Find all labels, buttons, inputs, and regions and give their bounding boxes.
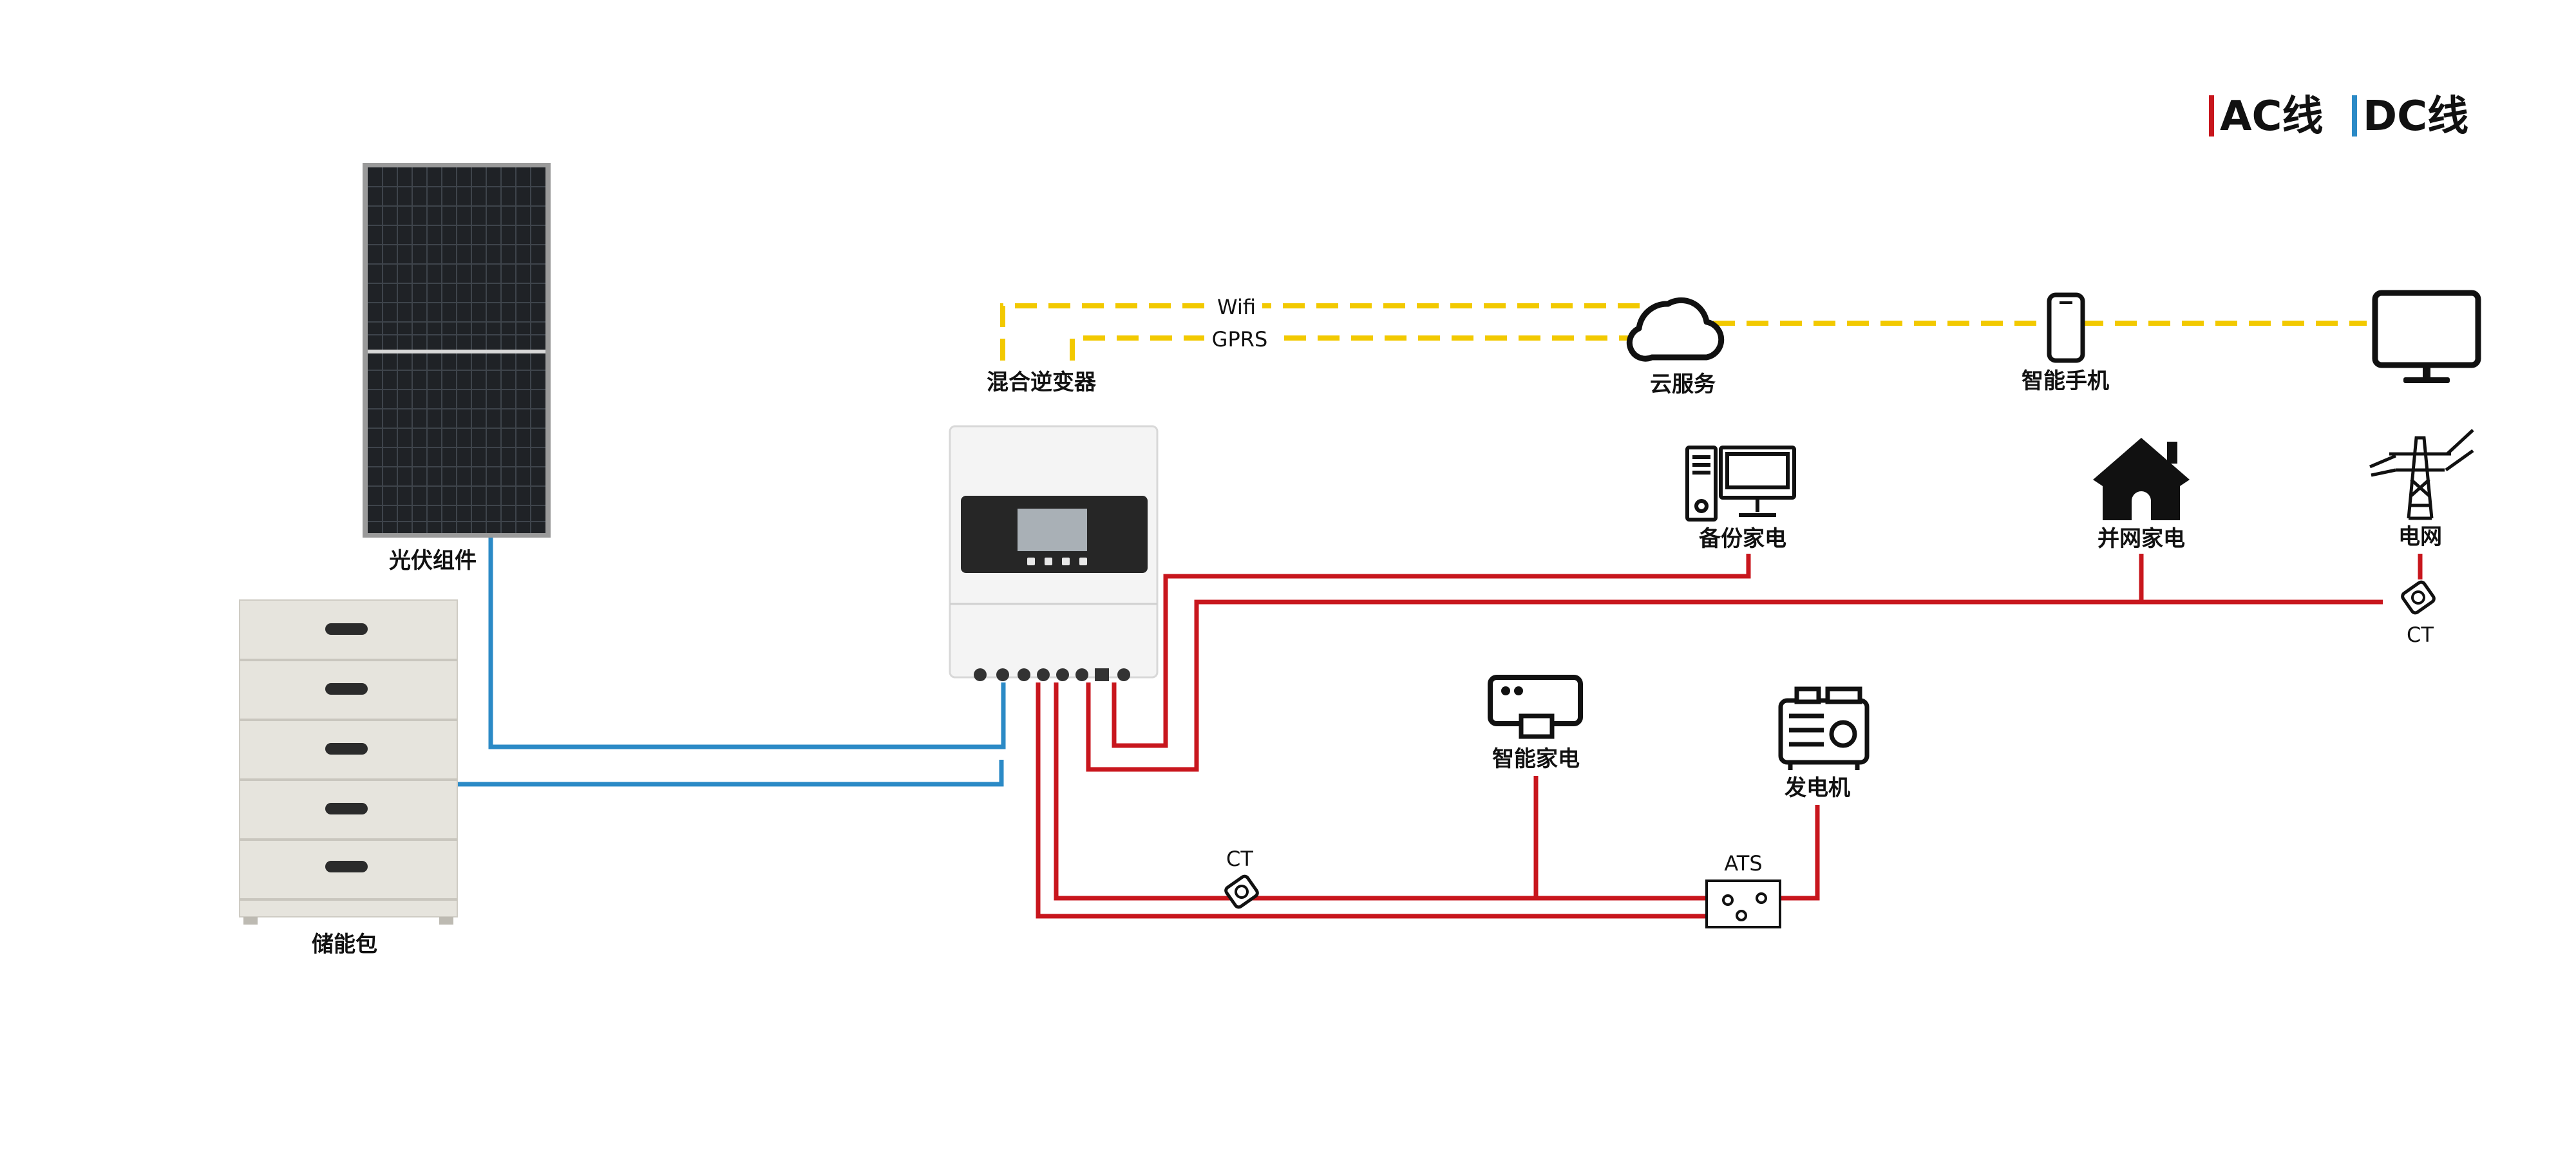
battery-label: 储能包 xyxy=(312,932,377,957)
legend-ac-label: AC线 xyxy=(2220,93,2324,140)
ac-lines xyxy=(1036,554,2423,919)
phone-label: 智能手机 xyxy=(2022,368,2109,394)
ct-smart-label: CT xyxy=(1226,847,1253,871)
smartphone-icon xyxy=(2047,292,2085,363)
legend-dc-label: DC线 xyxy=(2363,93,2468,140)
dc-line-battery xyxy=(454,760,1004,787)
dc-line-pv xyxy=(488,538,1006,749)
cloud-icon xyxy=(1626,297,1725,362)
legend-ac-swatch xyxy=(2209,95,2214,136)
generator-label: 发电机 xyxy=(1785,775,1850,801)
ct-smart-icon xyxy=(1224,874,1259,909)
ac-line-generator xyxy=(1766,805,1820,901)
legend-dc-swatch xyxy=(2352,95,2357,136)
wifi-line xyxy=(1000,303,1645,361)
pv-label: 光伏组件 xyxy=(389,548,477,574)
ats-switch-icon xyxy=(1705,880,1781,928)
inverter-label: 混合逆变器 xyxy=(987,370,1097,395)
gprs-label: GPRS xyxy=(1212,327,1268,352)
grid-load-icon xyxy=(2093,438,2190,520)
ac-line-gen xyxy=(1036,682,1707,919)
generator-icon xyxy=(1778,686,1870,770)
grid-tower-icon xyxy=(2369,429,2474,520)
hybrid-inverter xyxy=(949,425,1159,681)
smart-load-label: 智能家电 xyxy=(1492,746,1580,772)
ct-grid-label: CT xyxy=(2407,623,2434,647)
backup-load-icon xyxy=(1685,446,1796,522)
gprs-line xyxy=(1070,335,1645,361)
smart-load-icon xyxy=(1488,675,1583,739)
ac-line-smart xyxy=(1054,682,1710,901)
battery-stack xyxy=(239,599,458,925)
ats-label: ATS xyxy=(1724,851,1762,876)
ac-line-backup xyxy=(1112,554,1751,748)
dc-lines xyxy=(454,538,1006,787)
wifi-label: Wifi xyxy=(1217,295,1256,319)
pv-module xyxy=(363,163,551,538)
ct-grid-icon xyxy=(2401,580,2436,615)
backup-label: 备份家电 xyxy=(1699,526,1786,552)
ac-line-grid xyxy=(1086,599,2383,772)
grid-label: 电网 xyxy=(2398,524,2442,550)
monitor-icon xyxy=(2372,290,2481,383)
legend: AC线 DC线 xyxy=(2209,93,2468,140)
grid-load-label: 并网家电 xyxy=(2098,526,2185,552)
cloud-label: 云服务 xyxy=(1650,372,1716,397)
comm-lines xyxy=(1000,303,2367,361)
